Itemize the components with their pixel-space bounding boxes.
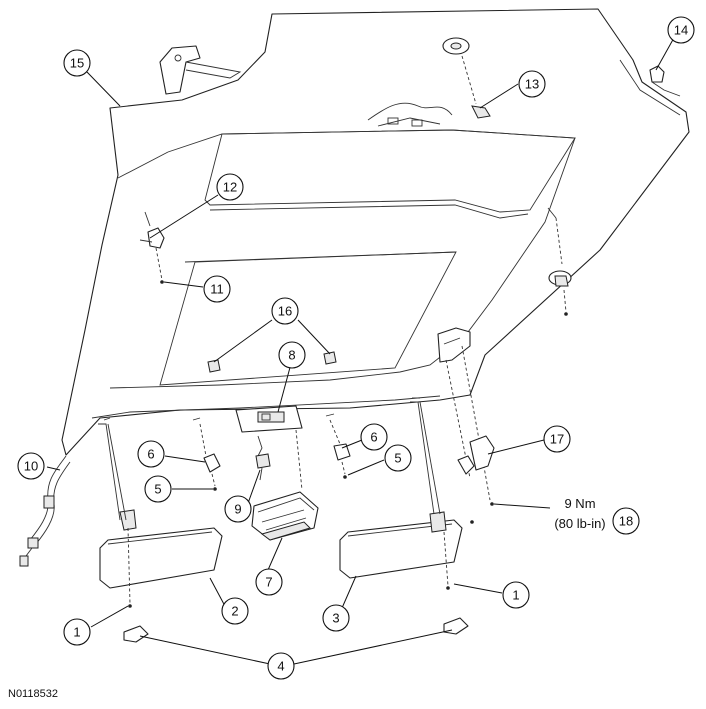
callout-3: 3 — [322, 604, 350, 632]
svg-text:1: 1 — [512, 588, 519, 603]
overhead-console-opening — [235, 405, 303, 433]
svg-text:12: 12 — [223, 180, 237, 195]
figure-id: N0118532 — [8, 688, 58, 700]
callout-1-left: 1 — [63, 618, 91, 646]
svg-text:8: 8 — [288, 348, 295, 363]
headliner-clips-part-16 — [207, 351, 337, 373]
visor-clip-left-part-6 — [192, 417, 221, 491]
callout-1-right: 1 — [502, 581, 530, 609]
callout-11: 11 — [203, 275, 231, 303]
svg-text:14: 14 — [674, 23, 688, 38]
console-connector-part-9 — [255, 435, 271, 481]
callout-10: 10 — [17, 452, 45, 480]
svg-text:13: 13 — [525, 77, 539, 92]
svg-text:17: 17 — [550, 432, 564, 447]
leader-lines — [46, 35, 676, 665]
callout-4: 4 — [267, 652, 295, 680]
callout-14: 14 — [667, 16, 695, 44]
wiring-harness-part-10 — [19, 455, 71, 567]
callout-18: 18 — [612, 507, 640, 535]
headliner-panel — [61, 8, 690, 456]
callout-7: 7 — [255, 568, 283, 596]
callout-16: 16 — [271, 297, 299, 325]
sun-visor-left-part-2 — [98, 417, 223, 608]
rear-trim-bracket-part-15 — [159, 45, 242, 95]
grab-handle-part-17 — [437, 327, 495, 501]
torque-note-imperial: (80 lb-in) — [554, 516, 605, 531]
callout-5-right: 5 — [384, 444, 412, 472]
callout-13: 13 — [518, 70, 546, 98]
svg-text:11: 11 — [210, 282, 224, 297]
callout-5-left: 5 — [144, 475, 172, 503]
callout-6-right: 6 — [360, 423, 388, 451]
svg-text:18: 18 — [619, 514, 633, 529]
svg-text:4: 4 — [277, 659, 284, 674]
visor-retainer-part-4 — [123, 617, 469, 643]
svg-text:6: 6 — [147, 447, 154, 462]
callout-6-left: 6 — [137, 440, 165, 468]
sun-visor-right-part-3 — [339, 397, 463, 590]
callout-2: 2 — [221, 597, 249, 625]
torque-note-metric: 9 Nm — [564, 496, 595, 511]
coat-hook-right — [547, 207, 572, 316]
roof-stud-part-13 — [442, 37, 491, 119]
grab-handle-bolt-part-18 — [470, 502, 494, 524]
svg-text:15: 15 — [70, 56, 84, 71]
svg-text:6: 6 — [370, 430, 377, 445]
callout-9: 9 — [224, 495, 252, 523]
svg-text:5: 5 — [154, 482, 161, 497]
coat-hook-screw-part-11 — [155, 247, 164, 284]
svg-text:7: 7 — [265, 575, 272, 590]
callout-8: 8 — [278, 341, 306, 369]
callout-15: 15 — [63, 49, 91, 77]
svg-text:9: 9 — [234, 502, 241, 517]
svg-text:5: 5 — [394, 451, 401, 466]
svg-text:10: 10 — [24, 459, 38, 474]
coat-hook-part-12 — [139, 211, 165, 249]
rear-clip-part-14 — [649, 65, 681, 97]
svg-text:1: 1 — [73, 625, 80, 640]
svg-text:16: 16 — [278, 304, 292, 319]
visor-clip-right-part-6 — [325, 413, 351, 479]
callout-12: 12 — [216, 173, 244, 201]
overhead-console-part-7 — [251, 429, 319, 541]
svg-text:3: 3 — [332, 611, 339, 626]
callout-17: 17 — [543, 425, 571, 453]
svg-text:2: 2 — [231, 604, 238, 619]
